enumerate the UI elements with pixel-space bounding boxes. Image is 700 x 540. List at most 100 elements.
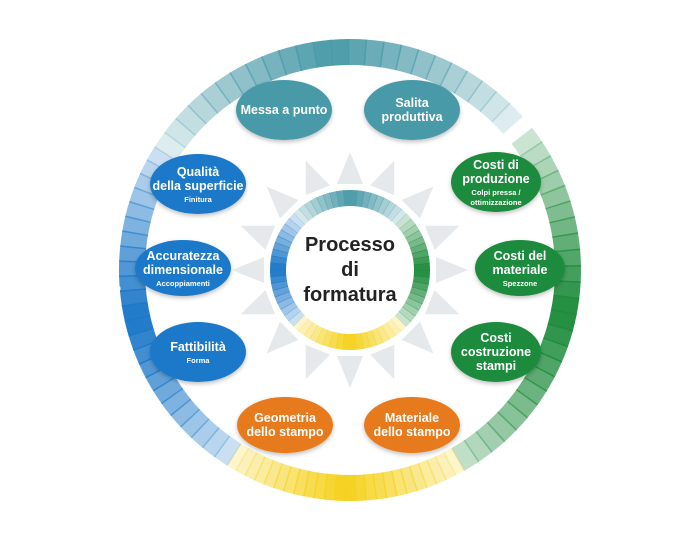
ring-seg-bottom [253,456,275,485]
arrow-7 [266,186,299,219]
ring-seg-left [120,230,149,250]
inner-seg-top [293,208,310,225]
node-title-line: Salita [395,96,429,110]
inner-ring [269,189,431,351]
node-title-line: Messa a punto [241,103,328,117]
ring-seg-top [200,81,232,114]
inner-seg-top [298,204,314,222]
ring-seg-top [154,131,186,162]
ring-seg-top [329,39,350,66]
node-subtitle: Accoppiamenti [156,279,210,288]
inner-seg-bottom [298,318,314,336]
inner-seg-bottom [365,330,378,348]
ring-seg-bottom [381,470,398,499]
ring-seg-left [128,327,159,351]
ring-seg-right [475,421,506,453]
ring-seg-top [229,63,259,96]
inner-seg-right [395,213,412,230]
ring-seg-right [550,294,580,316]
ring-seg-left [152,376,184,405]
inner-seg-right [405,296,423,311]
ring-seg-top [187,92,219,125]
ring-seg-right [553,280,581,300]
inner-seg-top [329,191,340,209]
node-subtitle: Spezzone [503,279,538,288]
node-ellipse [364,397,460,453]
inner-seg-top [316,194,329,213]
ring-seg-left [213,435,242,466]
ring-seg-bottom [426,456,448,485]
ring-seg-top [410,49,437,80]
inner-seg-left [271,280,289,291]
node-title-line: Materiale [385,411,439,425]
node-subtitle: ottimizzazione [470,198,521,207]
inner-seg-right [405,230,423,244]
node-ellipse [475,240,565,296]
inner-seg-top [366,192,379,211]
ring-seg-bottom [399,465,418,495]
ring-seg-right [527,155,559,183]
arrow-14 [240,290,276,315]
arrow-15 [240,225,276,250]
node-messa-a-punto: Messa a punto [236,80,332,140]
inner-seg-top [381,200,397,218]
ring-seg-bottom [263,459,284,489]
node-title-line: materiale [493,263,548,277]
node-title-line: costruzione [461,345,531,359]
inner-seg-bottom [309,325,324,343]
ring-seg-left [121,301,151,322]
ring-seg-bottom [434,451,457,481]
inner-seg-right [410,242,428,255]
ring-seg-right [451,439,480,471]
node-subtitle: Colpi pressa / [471,188,521,197]
inner-seg-top [310,197,324,215]
ring-seg-right [545,200,575,224]
inner-seg-bottom [381,322,396,340]
inner-seg-left [277,296,295,310]
center-line-3: formatura [303,284,397,306]
inner-seg-left [271,248,289,259]
ring-label-right: Costi [580,253,598,292]
ring-seg-right [534,169,566,196]
ring-label-bottom: Funzioni [318,515,381,534]
ring-seg-left [179,408,210,439]
node-subtitle: Finitura [184,195,212,204]
arrow-10 [424,290,460,315]
inner-seg-right [402,224,420,239]
inner-seg-left [284,306,302,322]
arrow-3 [401,321,434,354]
ring-seg-left [125,200,155,224]
inner-seg-top [391,208,408,226]
ring-seg-left [119,274,146,293]
ring-label-left: Qualità [104,244,123,298]
node-title-line: dello stampo [373,425,450,439]
ring-seg-bottom [292,468,310,497]
node-ellipse [364,80,460,140]
ring-seg-right [531,350,563,378]
inner-seg-bottom [376,325,390,343]
ring-seg-bottom [443,447,466,476]
inner-seg-right [412,275,430,285]
node-title-line: produzione [462,172,529,186]
ring-seg-top [347,39,368,66]
ring-seg-bottom [417,459,438,489]
ring-seg-bottom [323,473,338,501]
inner-seg-top [322,192,335,210]
arrow-11 [424,225,460,250]
inner-seg-bottom [335,332,345,350]
ring-seg-right [540,184,571,210]
inner-seg-right [409,286,428,299]
node-ellipse [236,80,332,140]
ring-seg-right [524,364,556,392]
ring-seg-bottom [272,463,292,492]
node-title-line: Costi di [473,158,519,172]
node-title-line: produttiva [381,110,443,124]
node-title-line: Qualità [177,165,219,179]
inner-seg-right [394,311,412,328]
inner-seg-left [284,218,302,234]
